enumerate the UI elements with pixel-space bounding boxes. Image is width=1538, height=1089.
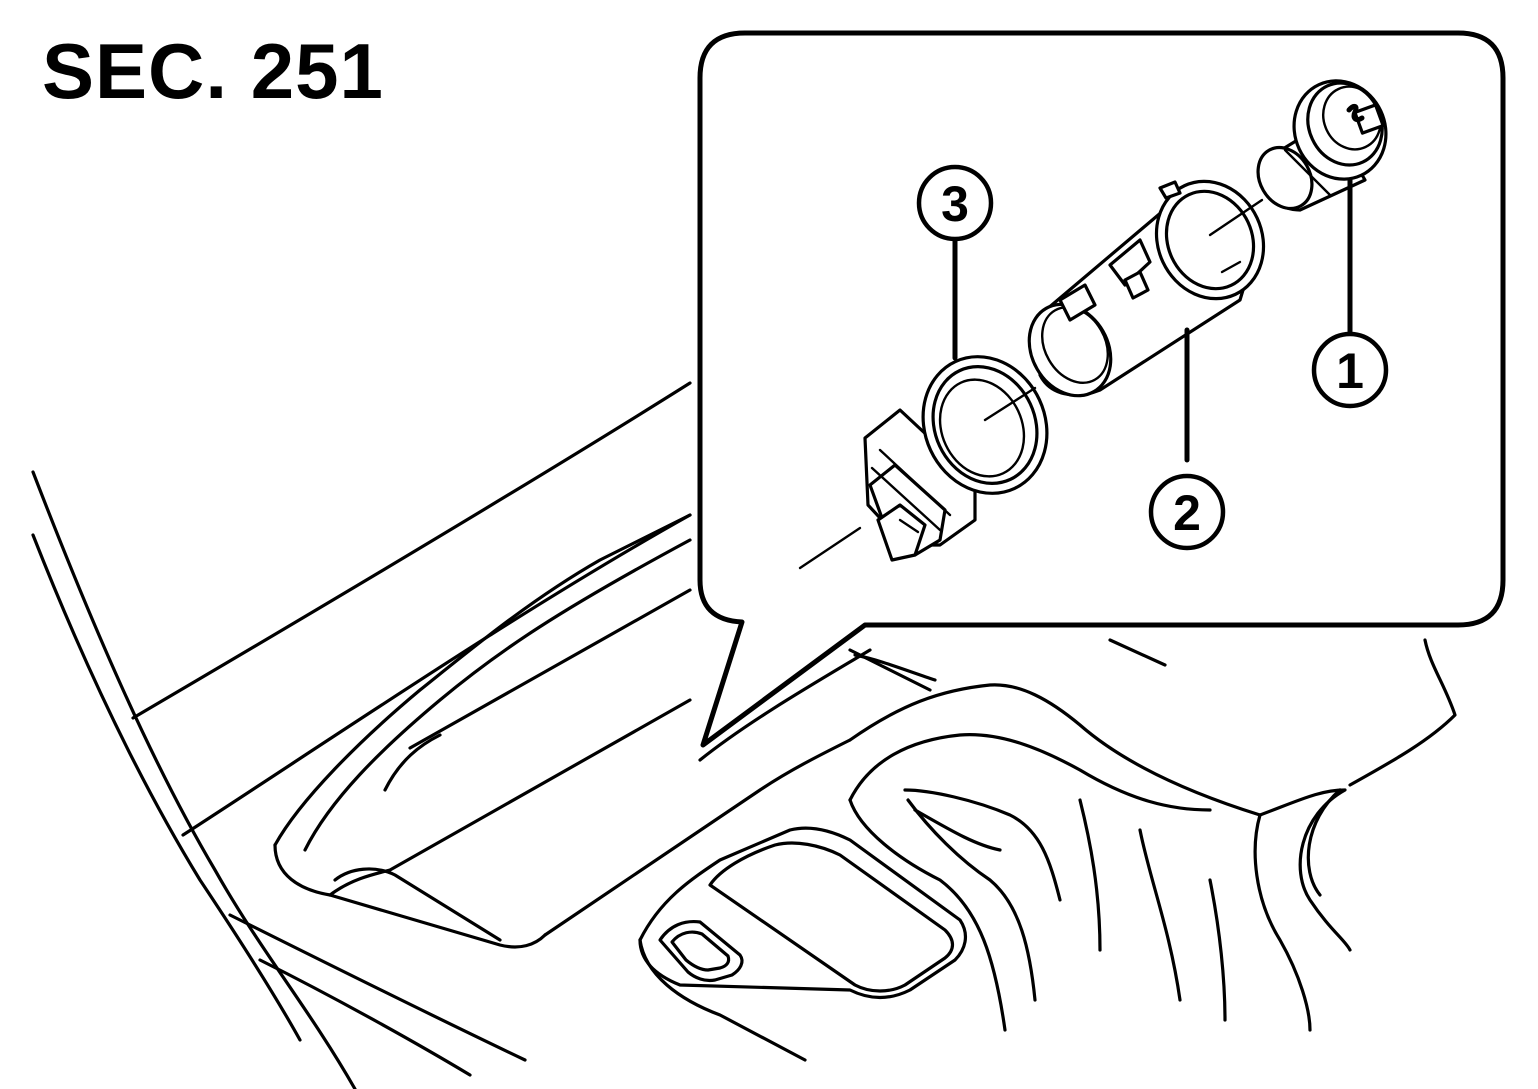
part-2-clip-3	[1123, 270, 1150, 300]
part-3-connector-groove-2	[870, 466, 942, 532]
tray-rib	[408, 588, 692, 750]
console-pad-inner	[708, 841, 955, 993]
part-1-lighter-icon	[1353, 103, 1385, 135]
part-3-ring-inner	[938, 378, 1026, 478]
right-knob-inner	[1306, 788, 1342, 897]
tray-front	[328, 698, 692, 897]
door-panel-line-outer	[31, 470, 357, 1089]
center-console-drawing	[31, 381, 1457, 1089]
switch-inner	[670, 930, 731, 972]
callout-2: 2	[1148, 473, 1226, 551]
part-3-connector-groove-1	[878, 448, 952, 517]
console-front-edge	[543, 738, 852, 937]
console-pad-outer	[638, 826, 968, 1000]
shift-boot-fold-6	[1208, 878, 1227, 1022]
part-1-lighter-plug	[1256, 79, 1388, 212]
part-3-connector-groove-3	[898, 518, 920, 534]
part-2-axis-line	[1208, 198, 1264, 237]
console-ridge	[853, 653, 937, 682]
part-3-socket	[798, 355, 1049, 570]
dash-top-edge	[131, 381, 692, 720]
part-2-socket-tube	[1027, 179, 1266, 398]
part-2-flange-notch	[1220, 260, 1242, 274]
door-panel-line-inner	[31, 533, 302, 1042]
callout-2-label: 2	[1173, 485, 1201, 541]
shift-boot-fold-5	[1138, 828, 1182, 1002]
shift-boot-fold-2	[906, 798, 1037, 1002]
tray-lip	[333, 867, 502, 942]
switch-outer	[658, 919, 744, 983]
part-2-clip-1	[1058, 283, 1097, 322]
shift-boot-inner	[848, 733, 1212, 812]
shift-boot-outline	[848, 683, 1262, 817]
part-2-clip-2	[1108, 238, 1152, 287]
callout-1-label: 1	[1336, 343, 1364, 399]
part-3-axis-line-upper	[983, 386, 1037, 422]
part-1-plug-ring	[1283, 148, 1332, 197]
callout-3: 3	[916, 164, 994, 242]
section-label: SEC. 251	[42, 27, 384, 115]
right-lower	[1253, 813, 1312, 1032]
tray-inner-left	[303, 538, 692, 852]
part-2-flange-inner	[1164, 189, 1256, 291]
part-2-tube-end-inner	[1041, 306, 1109, 384]
part-3-connector-tip	[876, 503, 927, 562]
callout-1: 1	[1311, 331, 1389, 409]
floor-line-1	[228, 913, 527, 1062]
tray-rib-2	[383, 733, 442, 792]
console-ridge-2	[1108, 638, 1167, 667]
dash-lower-edge	[181, 513, 692, 837]
console-lower-edge	[638, 938, 807, 1062]
part-3-ring-mid	[931, 365, 1039, 485]
part-1-knob-outer	[1292, 79, 1388, 181]
console-top-edge	[698, 648, 872, 762]
tray-outline-left	[273, 513, 692, 847]
shift-boot-fold-4	[1078, 798, 1102, 952]
shift-boot-fold-1	[903, 788, 1062, 902]
callout-3-label: 3	[941, 176, 969, 232]
shift-boot-fold-3	[913, 808, 1002, 852]
part-2-flange-tab	[1158, 180, 1182, 200]
floor-line-2	[258, 958, 472, 1077]
shift-boot-edge	[848, 798, 1007, 1032]
part-3-axis-line-lower	[798, 526, 862, 570]
right-panel-edge	[1348, 638, 1457, 787]
part-1-lighter-glyph	[1346, 103, 1365, 123]
right-knob-outer	[1258, 788, 1352, 952]
part-2-flange-outer	[1154, 179, 1266, 301]
